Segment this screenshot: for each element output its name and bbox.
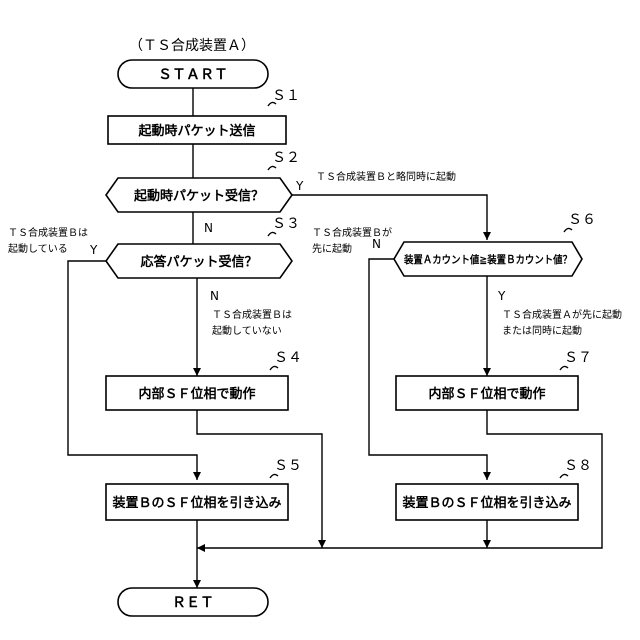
step-s5-text: 装置ＢのＳＦ位相を引き込み bbox=[111, 495, 281, 511]
diagram-title: （ＴＳ合成装置Ａ） bbox=[129, 38, 255, 54]
step-s2-text: 起動時パケット受信？ bbox=[133, 188, 264, 204]
s3-yes-annotation-line2: 起動している bbox=[8, 242, 68, 255]
step-s4-number: Ｓ４ bbox=[274, 350, 302, 366]
s6-no-label: N bbox=[372, 237, 381, 251]
start-terminal: ＳＴＡＲＴ bbox=[118, 60, 268, 88]
s3-no-annotation-line2: 起動していない bbox=[212, 324, 282, 337]
ret-label: ＲＥＴ bbox=[172, 595, 214, 611]
s3-yes-label: Y bbox=[89, 243, 98, 257]
step-s5-number: Ｓ５ bbox=[274, 458, 302, 474]
step-s8: Ｓ８ 装置ＢのＳＦ位相を引き込み bbox=[396, 458, 592, 520]
step-s6-text: 装置Ａカウント値≧装置Ｂカウント値？ bbox=[403, 253, 572, 266]
step-s1: Ｓ１ 起動時パケット送信 bbox=[108, 88, 300, 144]
step-s7: Ｓ７ 内部ＳＦ位相で動作 bbox=[396, 350, 592, 410]
step-s7-number: Ｓ７ bbox=[564, 350, 592, 366]
step-s3-number: Ｓ３ bbox=[272, 216, 300, 232]
step-s2-number: Ｓ２ bbox=[272, 150, 300, 166]
s3-no-annotation-line1: ＴＳ合成装置Ｂは bbox=[212, 308, 292, 321]
start-label: ＳＴＡＲＴ bbox=[158, 67, 228, 83]
decision-s6: Ｓ６ 装置Ａカウント値≧装置Ｂカウント値？ bbox=[394, 212, 596, 276]
s6-no-annotation-line2: 先に起動 bbox=[312, 242, 352, 255]
step-s7-text: 内部ＳＦ位相で動作 bbox=[428, 386, 545, 402]
step-s5: Ｓ５ 装置ＢのＳＦ位相を引き込み bbox=[106, 458, 302, 520]
step-s4-text: 内部ＳＦ位相で動作 bbox=[138, 386, 255, 402]
s3-no-label: N bbox=[210, 289, 219, 303]
decision-s2: Ｓ２ 起動時パケット受信？ bbox=[106, 150, 300, 212]
step-s1-number: Ｓ１ bbox=[272, 88, 300, 104]
ret-terminal: ＲＥＴ bbox=[118, 588, 268, 616]
decision-s3: Ｓ３ 応答パケット受信？ bbox=[106, 216, 300, 278]
s6-yes-annotation-line1: ＴＳ合成装置Ａが先に起動 bbox=[502, 308, 622, 321]
s3-yes-annotation-line1: ＴＳ合成装置Ｂは bbox=[8, 226, 88, 239]
s2-no-label: N bbox=[204, 221, 213, 235]
s2-yes-label: Y bbox=[295, 179, 304, 193]
s6-yes-label: Y bbox=[497, 289, 506, 303]
step-s1-text: 起動時パケット送信 bbox=[137, 123, 255, 139]
s2-yes-annotation: ＴＳ合成装置Ｂと略同時に起動 bbox=[316, 170, 456, 183]
s6-yes-annotation-line2: または同時に起動 bbox=[502, 324, 582, 337]
step-s3-text: 応答パケット受信？ bbox=[140, 254, 257, 270]
step-s8-text: 装置ＢのＳＦ位相を引き込み bbox=[401, 495, 571, 511]
step-s4: Ｓ４ 内部ＳＦ位相で動作 bbox=[106, 350, 302, 410]
step-s8-number: Ｓ８ bbox=[564, 458, 592, 474]
step-s6-number: Ｓ６ bbox=[568, 212, 596, 228]
